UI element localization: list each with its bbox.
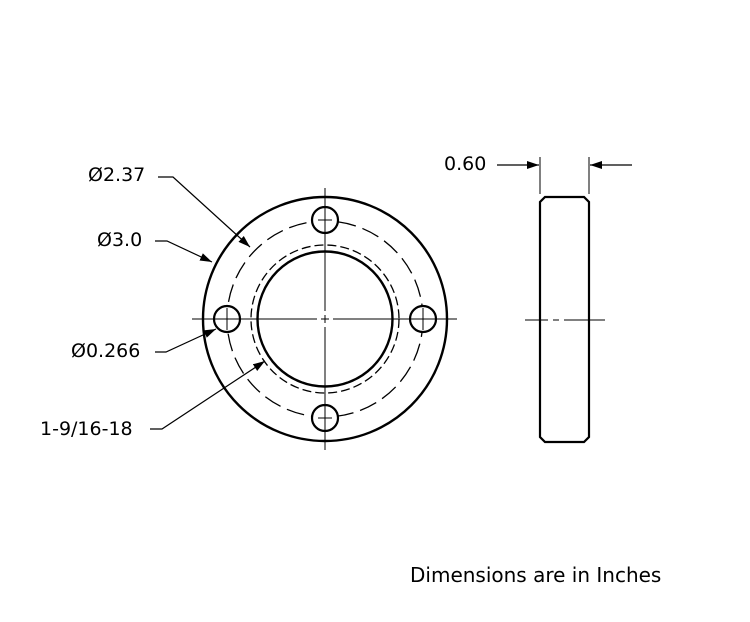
hole-diameter-label: Ø0.266 [71,340,141,362]
leader-thread [150,360,266,430]
leader-outer-dia [155,240,213,263]
side-view-profile [538,195,591,444]
leader-hole-dia [155,328,217,353]
thread-label: 1-9/16-18 [40,418,133,440]
leader-bolt-circle [158,176,251,248]
units-note: Dimensions are in Inches [410,563,662,587]
extension-lines [539,157,590,194]
bolt-circle-diameter-label: Ø2.37 [88,164,146,186]
thickness-label: 0.60 [444,153,487,175]
outer-diameter-label: Ø3.0 [97,229,143,251]
hole-centerlines [226,219,424,419]
